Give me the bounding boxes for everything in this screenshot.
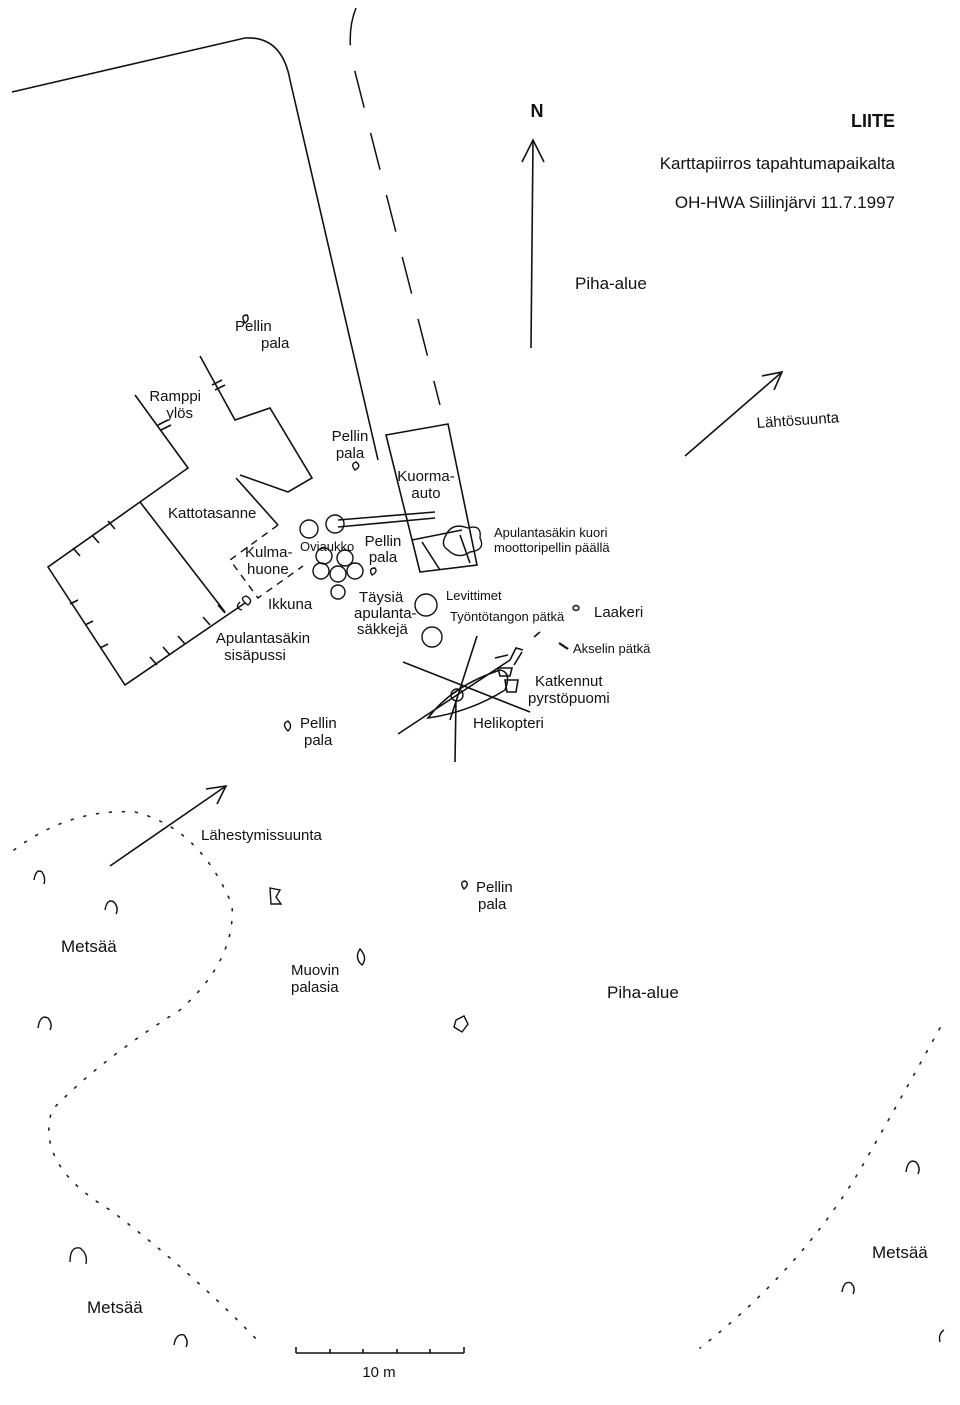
appendix-title: LIITE — [851, 111, 895, 131]
bearing-label: Laakeri — [594, 604, 643, 621]
sack-cover-label-line1: Apulantasäkin kuori — [494, 525, 608, 540]
sheet-piece-3-icon — [369, 567, 377, 576]
sheet-piece-3-label-line1: Pellin — [365, 533, 402, 550]
forest-label-bottom: Metsää — [87, 1298, 143, 1317]
scale-label: 10 m — [362, 1364, 395, 1381]
sheet-piece-2-label-line2: pala — [336, 445, 365, 462]
spreaders-label: Levittimet — [446, 588, 502, 603]
sheet-piece-5-icon — [461, 880, 468, 891]
forest-edge-right — [699, 1027, 941, 1349]
corner-room-label-line2: huone — [247, 561, 289, 578]
bearing-icon — [572, 604, 580, 612]
truck-label-line1: Kuorma- — [397, 468, 455, 485]
north-arrow-icon — [521, 138, 545, 349]
north-label: N — [531, 101, 544, 121]
corner-room-label-line1: Kulma- — [245, 544, 293, 561]
yard-area-label-top: Piha-alue — [575, 274, 647, 293]
plastic-pieces-label-line2: palasia — [291, 979, 339, 996]
full-sacks-label-line3: säkkejä — [357, 621, 409, 638]
sheet-piece-5-label-line2: pala — [478, 896, 507, 913]
sheet-piece-2-icon — [352, 461, 360, 471]
approach-direction-arrow-icon — [109, 784, 228, 867]
doorway-label: Oviaukko — [300, 539, 354, 554]
helicopter-wreck — [397, 635, 531, 763]
sheet-piece-5-label-line1: Pellin — [476, 879, 513, 896]
push-rod-label: Työntötangon pätkä — [450, 609, 565, 624]
spreader-1 — [414, 593, 438, 617]
spreader-2 — [421, 626, 443, 648]
axle-label: Akselin pätkä — [573, 641, 651, 656]
broken-tail-boom — [496, 651, 523, 693]
approach-direction-label: Lähestymissuunta — [201, 827, 323, 844]
yard-area-label-bottom: Piha-alue — [607, 983, 679, 1002]
helicopter-label: Helikopteri — [473, 715, 544, 732]
map-reference: OH-HWA Siilinjärvi 11.7.1997 — [675, 193, 895, 212]
plastic-piece-2-icon — [453, 1015, 469, 1033]
sheet-piece-4-icon — [283, 720, 292, 732]
ramp-label-line1: Ramppi — [149, 388, 201, 405]
road-centerline-dashed — [349, 7, 441, 406]
departure-direction-arrow-icon — [684, 370, 784, 457]
inner-bag-label-line1: Apulantasäkin — [216, 630, 310, 647]
scale-bar — [295, 1347, 465, 1354]
axle-piece-icon — [558, 642, 569, 650]
sheet-piece-4-label-line2: pala — [304, 732, 333, 749]
sack-cover-label-line2: moottoripellin päällä — [494, 540, 610, 555]
inner-bag-label-line2: sisäpussi — [224, 647, 286, 664]
debris-piece-icon — [269, 887, 283, 905]
sheet-piece-1-icon — [242, 314, 249, 324]
sheet-piece-3-label-line2: pala — [369, 549, 398, 566]
plastic-pieces-label-line1: Muovin — [291, 962, 339, 979]
sack-cover-debris-icon — [442, 525, 483, 557]
truck-label-line2: auto — [411, 485, 440, 502]
full-sacks-label-line2: apulanta- — [354, 605, 417, 622]
tail-boom-label-line2: pyrstöpuomi — [528, 690, 610, 707]
sheet-piece-1-label-line1: Pellin — [235, 318, 272, 335]
roof-landing-label: Kattotasanne — [168, 505, 256, 522]
departure-direction-label: Lähtösuunta — [756, 409, 840, 432]
push-rod-piece — [533, 631, 541, 638]
sheet-piece-2-label-line1: Pellin — [332, 428, 369, 445]
tree-icons — [33, 870, 945, 1348]
truck-outline — [385, 423, 478, 573]
ramp-label-line2: ylös — [166, 405, 193, 422]
forest-label-left: Metsää — [61, 937, 117, 956]
building-outline — [46, 355, 314, 687]
plastic-piece-icon — [356, 947, 366, 966]
sheet-piece-4-label-line1: Pellin — [300, 715, 337, 732]
map-subtitle: Karttapiirros tapahtumapaikalta — [660, 154, 896, 173]
tail-boom-label-line1: Katkennut — [535, 673, 603, 690]
sheet-piece-1-label-line2: pala — [261, 335, 290, 352]
forest-edge-left — [13, 810, 263, 1346]
inner-bag-icon — [236, 595, 252, 611]
road-edge-line — [11, 37, 379, 461]
full-sacks-label-line1: Täysiä — [359, 589, 404, 606]
fertilizer-sacks — [312, 547, 364, 600]
forest-label-right: Metsää — [872, 1243, 928, 1262]
spreader-boom — [299, 511, 436, 539]
window-label: Ikkuna — [268, 596, 313, 613]
